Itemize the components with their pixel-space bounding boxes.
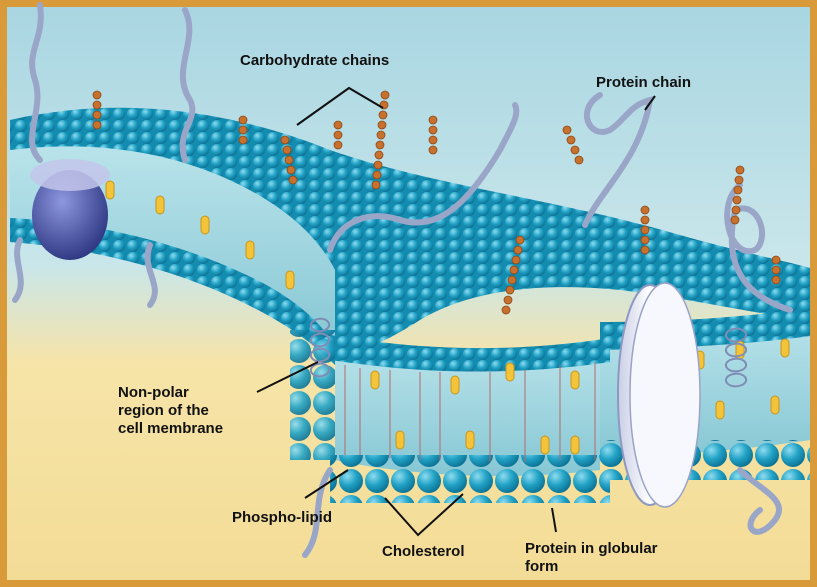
label-carbohydrate-chains: Carbohydrate chains xyxy=(240,52,389,70)
channel-protein xyxy=(30,159,110,260)
label-protein-chain: Protein chain xyxy=(596,74,691,92)
globular-protein xyxy=(618,283,700,507)
label-cholesterol: Cholesterol xyxy=(382,543,465,561)
carb-chain-4 xyxy=(334,121,342,149)
carb-chain-11 xyxy=(772,256,780,284)
label-non-polar-region: Non-polar region of the cell membrane xyxy=(118,384,223,438)
label-protein-globular: Protein in globular form xyxy=(525,540,658,576)
carb-chain-9 xyxy=(641,206,649,254)
carb-chain-2 xyxy=(239,116,247,144)
label-phospho-lipid: Phospho-lipid xyxy=(232,509,332,527)
